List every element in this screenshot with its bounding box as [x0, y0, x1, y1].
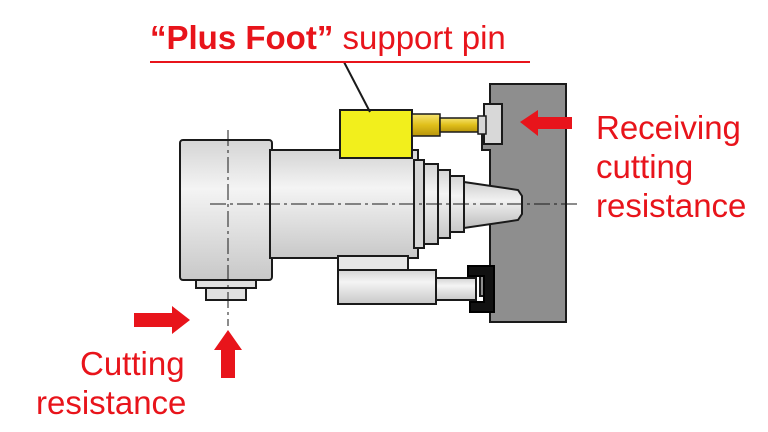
plus-foot-rod	[439, 117, 481, 133]
arrow-up-icon	[214, 330, 242, 378]
title-underline	[150, 61, 530, 63]
receiving-resistance-label: Receiving cutting resistance	[596, 108, 746, 225]
taper-shank	[463, 180, 523, 230]
receiving-line-2: cutting	[596, 148, 694, 185]
lower-block	[337, 269, 437, 305]
plus-foot-rod-base	[411, 113, 441, 137]
receiving-line-1: Receiving	[596, 109, 741, 146]
lower-rod	[435, 277, 477, 301]
title-product-name: “Plus Foot”	[150, 19, 334, 56]
cutting-resistance-label: Cutting resistance	[36, 344, 186, 422]
cutter-tip	[205, 287, 247, 301]
arrow-right-icon	[134, 306, 190, 334]
housing-head	[179, 139, 273, 281]
arrow-left-icon	[520, 110, 572, 136]
title-rest: support pin	[342, 19, 506, 56]
receiving-line-3: resistance	[596, 187, 747, 224]
leader-line	[343, 61, 371, 113]
clamp	[467, 265, 495, 313]
cutter-collar	[195, 279, 257, 289]
cutting-line-2: resistance	[36, 384, 187, 421]
lower-block-top	[337, 255, 409, 271]
diagram-title: “Plus Foot” support pin	[150, 18, 506, 58]
plus-foot-block	[339, 109, 413, 159]
plus-foot-tip	[477, 115, 487, 135]
cutting-line-1: Cutting	[80, 345, 185, 382]
